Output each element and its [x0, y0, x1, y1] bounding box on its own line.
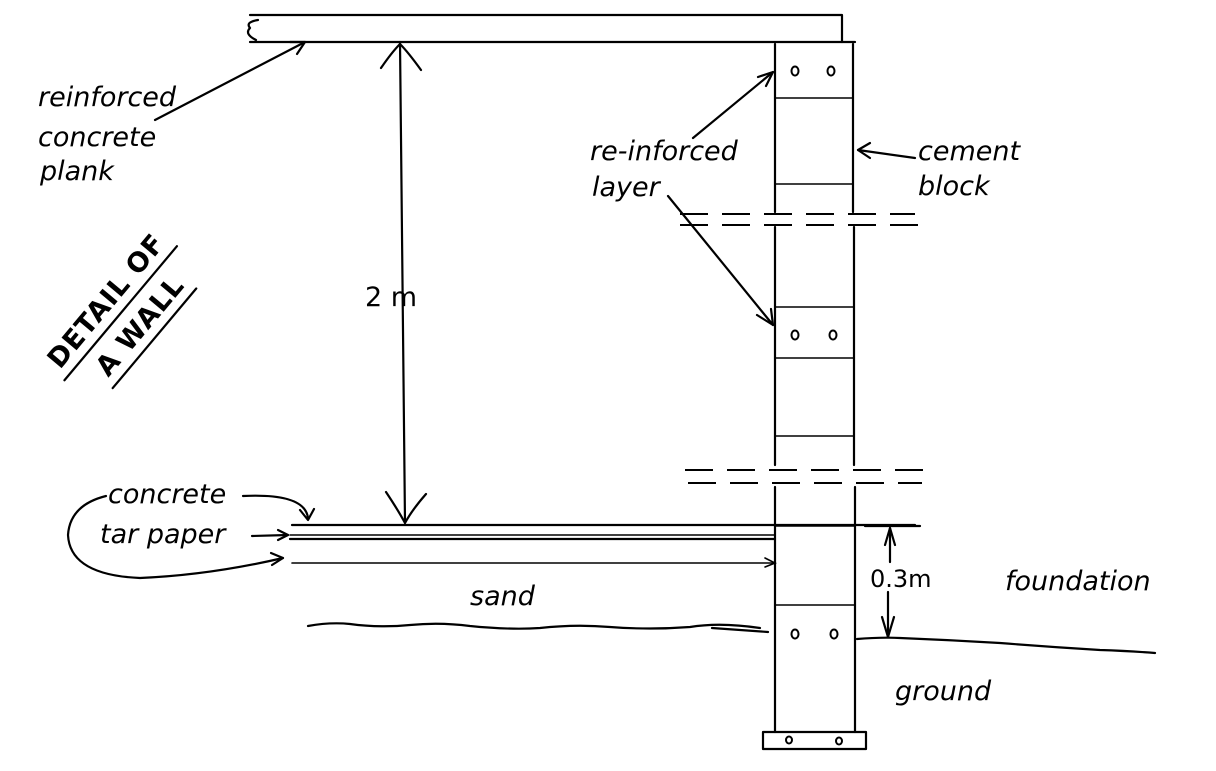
label-0-3m: 0.3m — [870, 565, 932, 593]
concrete-leader — [241, 494, 310, 520]
label-cement: cement — [918, 136, 1021, 167]
reinforced-concrete-plank — [246, 13, 857, 44]
sand-leader-loop — [66, 494, 285, 580]
plank-break-mark — [246, 18, 260, 42]
label-2m: 2 m — [365, 282, 417, 313]
label-sand: sand — [470, 581, 536, 612]
label-concrete: concrete — [38, 122, 156, 153]
label-tar-paper: tar paper — [100, 519, 227, 550]
footing — [761, 730, 868, 751]
sand-ground-line — [306, 622, 762, 630]
ground-surface-line — [855, 636, 1157, 655]
tar-paper-leader — [250, 533, 290, 538]
label-ground: ground — [895, 676, 992, 707]
label-reinforced: reinforced — [38, 82, 177, 113]
reinforced-leader-top — [691, 70, 775, 140]
ground-line-left — [710, 626, 770, 634]
label-layer: layer — [592, 172, 662, 203]
floor-slab — [288, 523, 917, 568]
height-dimension — [379, 40, 428, 525]
label-plank: plank — [39, 156, 115, 187]
reinforced-leader-middle — [666, 194, 775, 327]
plank-leader — [153, 40, 307, 122]
cement-block-leader — [856, 148, 917, 160]
label-block: block — [918, 171, 991, 202]
reinforcement-bars — [785, 65, 843, 746]
label-concrete-layer: concrete — [108, 479, 226, 510]
label-foundation: foundation — [1005, 566, 1151, 597]
diagram-title: DETAIL OF A WALL — [42, 228, 198, 390]
foundation-dimension — [863, 524, 922, 639]
leader-arrows — [66, 40, 917, 580]
label-re-inforced: re-inforced — [590, 136, 739, 167]
